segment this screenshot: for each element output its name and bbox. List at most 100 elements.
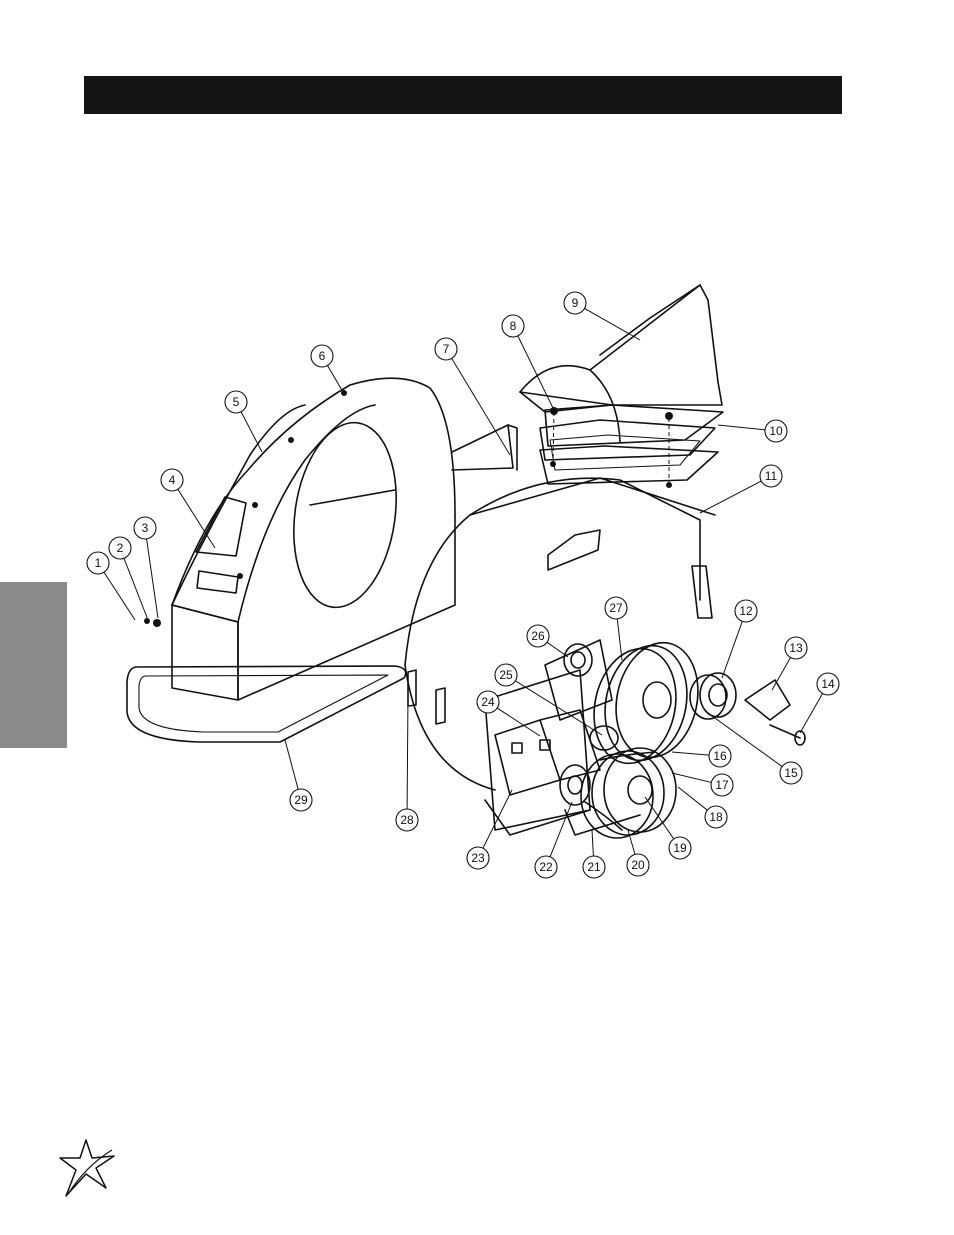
- callout-29: 29: [289, 788, 313, 812]
- callout-25: 25: [494, 663, 518, 687]
- callout-9: 9: [563, 291, 587, 315]
- callout-leader-5: [240, 411, 263, 453]
- callout-label: 29: [294, 793, 308, 807]
- callout-label: 24: [481, 695, 495, 709]
- callout-circle: [108, 536, 132, 560]
- callout-circle: [466, 846, 490, 870]
- callout-label: 22: [539, 860, 553, 874]
- callout-circle: [704, 805, 728, 829]
- callout-circle: [604, 596, 628, 620]
- callout-leader-19: [644, 796, 675, 840]
- assembly-dashed-lines: [552, 411, 670, 483]
- callout-circle: [434, 337, 458, 361]
- callout-leader-8: [517, 335, 554, 409]
- callout-circle: [708, 744, 732, 768]
- callout-circle: [86, 551, 110, 575]
- callout-18: 18: [704, 805, 728, 829]
- callout-28: 28: [395, 808, 419, 832]
- callout-circle: [784, 636, 808, 660]
- callout-leader-23: [482, 789, 513, 849]
- callout-leader-2: [123, 558, 149, 621]
- callout-circle: [395, 808, 419, 832]
- callout-24: 24: [476, 690, 500, 714]
- callout-5: 5: [224, 390, 248, 414]
- callout-circle: [816, 672, 840, 696]
- callout-leader-14: [799, 693, 823, 734]
- star-swoosh-logo-icon: [59, 1139, 115, 1197]
- callout-label: 15: [784, 766, 798, 780]
- callout-leader-26: [546, 641, 569, 658]
- callout-4: 4: [160, 468, 184, 492]
- callout-label: 12: [739, 604, 753, 618]
- callout-leader-12: [721, 621, 743, 679]
- callout-20: 20: [626, 853, 650, 877]
- callout-circle: [582, 855, 606, 879]
- callout-circle: [668, 836, 692, 860]
- callout-15: 15: [779, 761, 803, 785]
- callout-22: 22: [534, 855, 558, 879]
- callout-circle: [779, 761, 803, 785]
- callout-11: 11: [759, 464, 783, 488]
- callout-circle: [494, 663, 518, 687]
- callout-label: 28: [400, 813, 414, 827]
- callout-leader-20: [627, 829, 636, 855]
- callout-label: 4: [169, 473, 176, 487]
- callout-label: 2: [117, 541, 124, 555]
- callout-6: 6: [310, 344, 334, 368]
- callout-label: 6: [319, 349, 326, 363]
- callout-13: 13: [784, 636, 808, 660]
- callout-12: 12: [734, 599, 758, 623]
- callout-circle: [710, 773, 734, 797]
- callout-7: 7: [434, 337, 458, 361]
- callout-label: 3: [142, 521, 149, 535]
- callout-leader-29: [284, 739, 299, 790]
- drawing-linework: [126, 284, 806, 839]
- callout-23: 23: [466, 846, 490, 870]
- callout-circle: [734, 599, 758, 623]
- callout-17: 17: [710, 773, 734, 797]
- callout-label: 5: [233, 395, 240, 409]
- callout-label: 19: [673, 841, 687, 855]
- callout-21: 21: [582, 855, 606, 879]
- section-title-bar: [84, 76, 842, 114]
- callout-16: 16: [708, 744, 732, 768]
- callout-label: 21: [587, 860, 601, 874]
- callout-8: 8: [501, 314, 525, 338]
- callout-label: 27: [609, 601, 623, 615]
- callout-label: 9: [572, 296, 579, 310]
- callout-label: 1: [95, 556, 102, 570]
- callout-leader-25: [515, 680, 603, 736]
- callout-19: 19: [668, 836, 692, 860]
- callout-leader-6: [327, 365, 344, 393]
- side-tab: [0, 582, 67, 748]
- callout-leader-9: [584, 308, 641, 341]
- callout-label: 13: [789, 641, 803, 655]
- callout-label: 16: [713, 749, 727, 763]
- callout-leader-10: [717, 424, 766, 431]
- callout-circle: [289, 788, 313, 812]
- callout-label: 17: [715, 778, 729, 792]
- callout-leader-17: [671, 772, 712, 783]
- callout-circle: [501, 314, 525, 338]
- callout-14: 14: [816, 672, 840, 696]
- callout-leader-27: [616, 618, 623, 661]
- callout-1: 1: [86, 551, 110, 575]
- callout-circle: [526, 624, 550, 648]
- callout-label: 14: [821, 677, 835, 691]
- callout-circle: [224, 390, 248, 414]
- callout-label: 26: [531, 629, 545, 643]
- callout-2: 2: [108, 536, 132, 560]
- leader-lines: [103, 308, 823, 857]
- callout-label: 7: [443, 342, 450, 356]
- callout-leader-22: [549, 801, 573, 857]
- small-fasteners: [144, 390, 673, 627]
- callout-label: 8: [510, 319, 517, 333]
- callout-label: 23: [471, 851, 485, 865]
- callout-circle: [563, 291, 587, 315]
- callout-leader-4: [177, 489, 216, 549]
- callout-3: 3: [133, 516, 157, 540]
- callout-leader-1: [103, 571, 136, 621]
- callout-circle: [626, 853, 650, 877]
- callout-10: 10: [764, 419, 788, 443]
- callout-26: 26: [526, 624, 550, 648]
